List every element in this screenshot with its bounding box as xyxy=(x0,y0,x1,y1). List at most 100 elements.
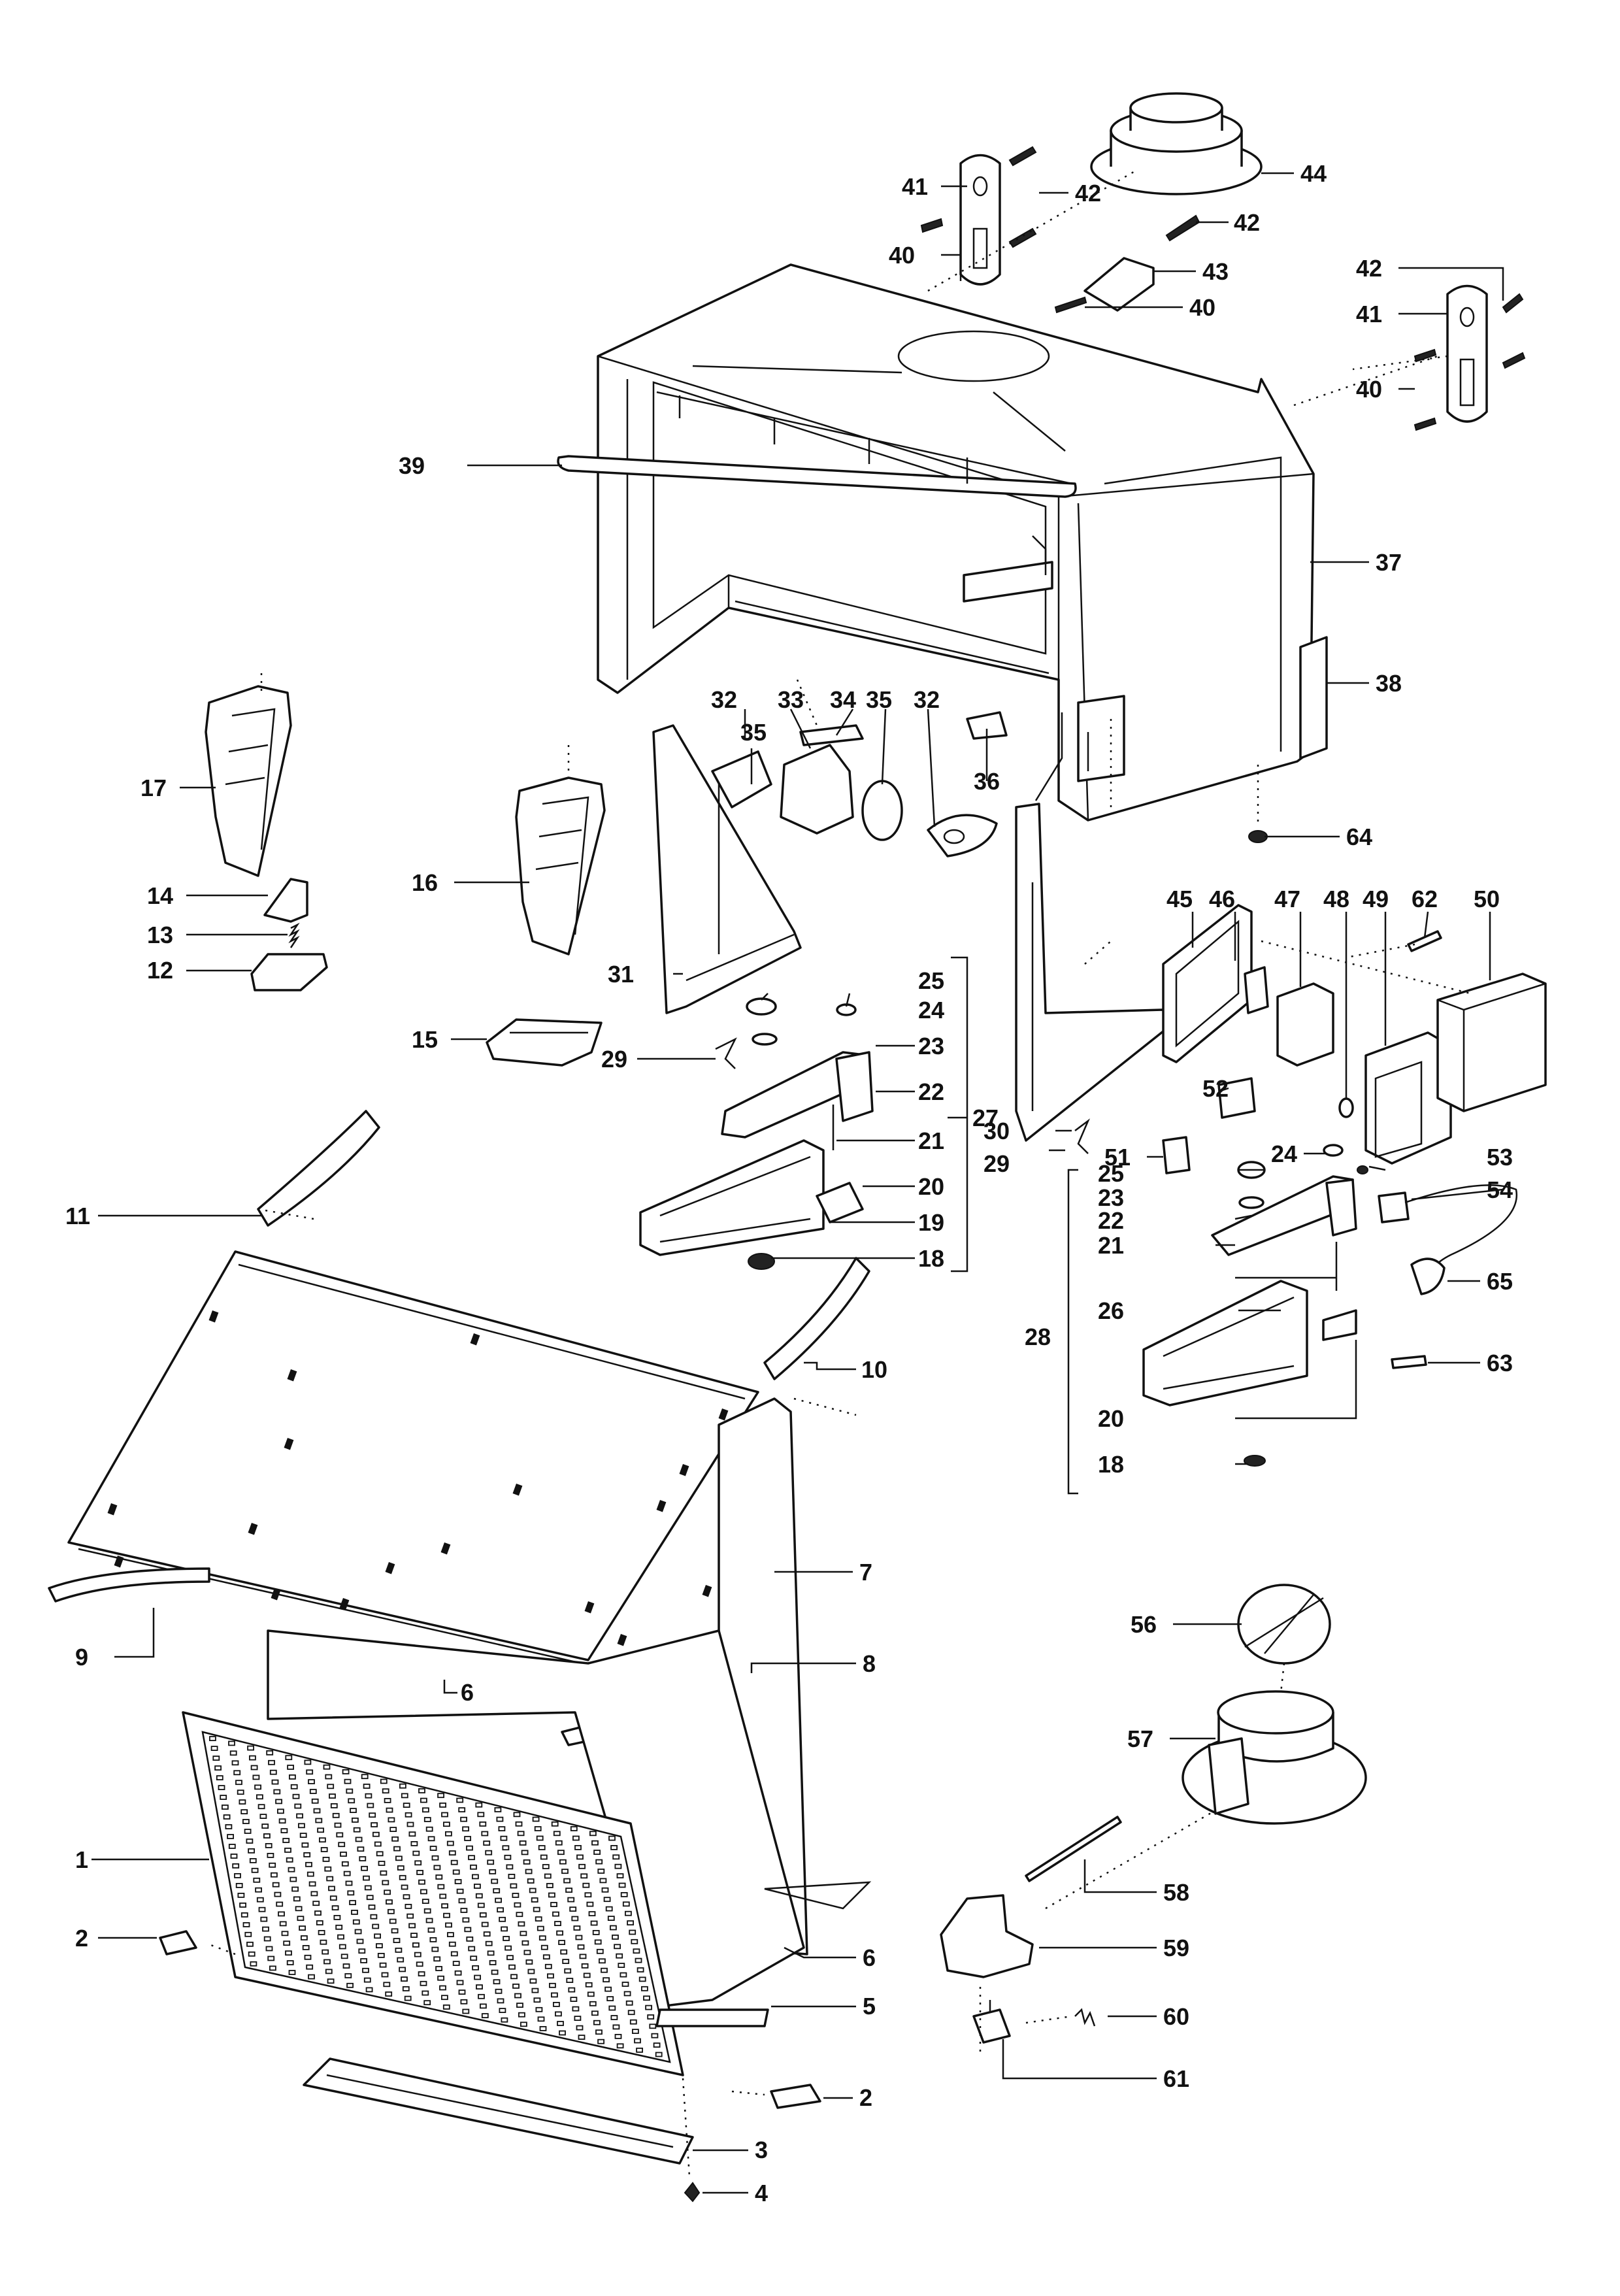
perforation xyxy=(633,1948,640,1954)
hinge-arm-31 xyxy=(652,724,802,1014)
perforation xyxy=(622,1901,630,1907)
perforation xyxy=(460,1816,467,1822)
perforation xyxy=(620,1972,627,1978)
perforation xyxy=(499,2008,506,2014)
perforation xyxy=(448,1941,456,1947)
perforation xyxy=(276,1808,284,1814)
perforation xyxy=(636,2047,643,2053)
perforation xyxy=(561,1869,569,1874)
perforation xyxy=(481,1831,489,1837)
perforation xyxy=(464,1836,471,1841)
perforation xyxy=(380,1870,388,1876)
perforation xyxy=(623,1991,631,1997)
perforation xyxy=(313,1808,321,1814)
perforation xyxy=(508,1873,516,1879)
perforation xyxy=(555,1840,563,1846)
perforation xyxy=(325,1969,333,1974)
perforation xyxy=(470,1864,477,1870)
perforation xyxy=(468,1855,475,1861)
perforation xyxy=(427,1836,435,1842)
perforation xyxy=(318,1929,325,1935)
perforation xyxy=(395,1855,403,1861)
callout-39: 39 xyxy=(399,452,425,479)
callout-13: 13 xyxy=(147,922,173,948)
visor-slot xyxy=(440,1542,451,1555)
small-bracket xyxy=(1083,257,1155,312)
perforation xyxy=(460,1908,468,1913)
perforation xyxy=(382,1880,389,1886)
perforation xyxy=(357,1846,365,1852)
perforation xyxy=(582,1882,590,1888)
perforation xyxy=(323,1959,331,1965)
perforation xyxy=(446,1840,454,1846)
plug-55 xyxy=(1410,1257,1446,1295)
callout-18: 18 xyxy=(1098,1451,1124,1478)
perforation xyxy=(512,1893,520,1898)
callout-4: 4 xyxy=(755,2180,768,2206)
perforation xyxy=(478,1993,485,1999)
perforation xyxy=(248,1951,256,1957)
callout-10: 10 xyxy=(861,1356,887,1383)
perforation xyxy=(286,1857,293,1863)
motor-mount-59 xyxy=(940,1894,1034,1978)
perforation xyxy=(433,1956,441,1962)
perforation xyxy=(339,1944,346,1950)
perforation xyxy=(346,1788,354,1794)
perforation xyxy=(515,1821,523,1827)
callout-21: 21 xyxy=(918,1127,944,1154)
perforation xyxy=(341,1861,349,1867)
perforation xyxy=(531,1897,538,1903)
perforation xyxy=(610,2015,618,2020)
perforation xyxy=(391,1928,399,1934)
perforation xyxy=(266,1750,274,1755)
perforation xyxy=(589,1831,597,1837)
perforation xyxy=(216,1775,223,1781)
callout-47: 47 xyxy=(1274,886,1300,912)
perforation xyxy=(265,1842,273,1848)
perforation xyxy=(289,1876,297,1882)
perforation xyxy=(362,1967,369,1973)
perforation xyxy=(304,1759,312,1765)
perforation xyxy=(418,1879,425,1885)
screws-top xyxy=(920,146,1526,431)
perforation xyxy=(531,1988,539,1993)
perforation xyxy=(381,1972,389,1978)
visor-slot xyxy=(512,1484,523,1496)
perforation xyxy=(466,1936,474,1942)
runner-19-left xyxy=(639,1139,825,1256)
perforation xyxy=(632,2029,639,2035)
visor-slot xyxy=(284,1438,294,1450)
perforation xyxy=(258,1906,266,1912)
perforation xyxy=(520,1931,527,1937)
perforation xyxy=(377,1952,385,1958)
perforation xyxy=(452,1869,460,1875)
callout-57: 57 xyxy=(1127,1725,1153,1752)
callout-9: 9 xyxy=(75,1644,88,1671)
perforation xyxy=(437,1793,444,1799)
callout-31: 31 xyxy=(608,961,634,988)
perforation xyxy=(601,1887,609,1893)
perforation xyxy=(606,1996,614,2002)
callout-40: 40 xyxy=(1189,294,1215,321)
callout-46: 46 xyxy=(1209,886,1235,912)
perforation xyxy=(303,1852,311,1857)
callout-20: 20 xyxy=(918,1173,944,1200)
perforation xyxy=(638,1976,646,1982)
latch-14 xyxy=(263,878,308,923)
clip-2-left xyxy=(159,1930,197,1955)
perforation xyxy=(441,1903,448,1909)
callout-6: 6 xyxy=(863,1944,876,1971)
perforation xyxy=(558,1940,565,1946)
perforation xyxy=(535,2006,543,2012)
perforation xyxy=(537,2016,545,2022)
perforation xyxy=(327,1978,335,1984)
perforation xyxy=(326,1876,334,1882)
perforation xyxy=(291,1886,299,1892)
filter-backing-6 xyxy=(267,1629,872,2008)
perforation xyxy=(324,1866,332,1872)
perforation xyxy=(610,1925,617,1931)
perforation xyxy=(359,1856,367,1861)
perforation xyxy=(267,1852,274,1858)
perforation xyxy=(476,1984,483,1990)
perforation xyxy=(499,1916,506,1922)
